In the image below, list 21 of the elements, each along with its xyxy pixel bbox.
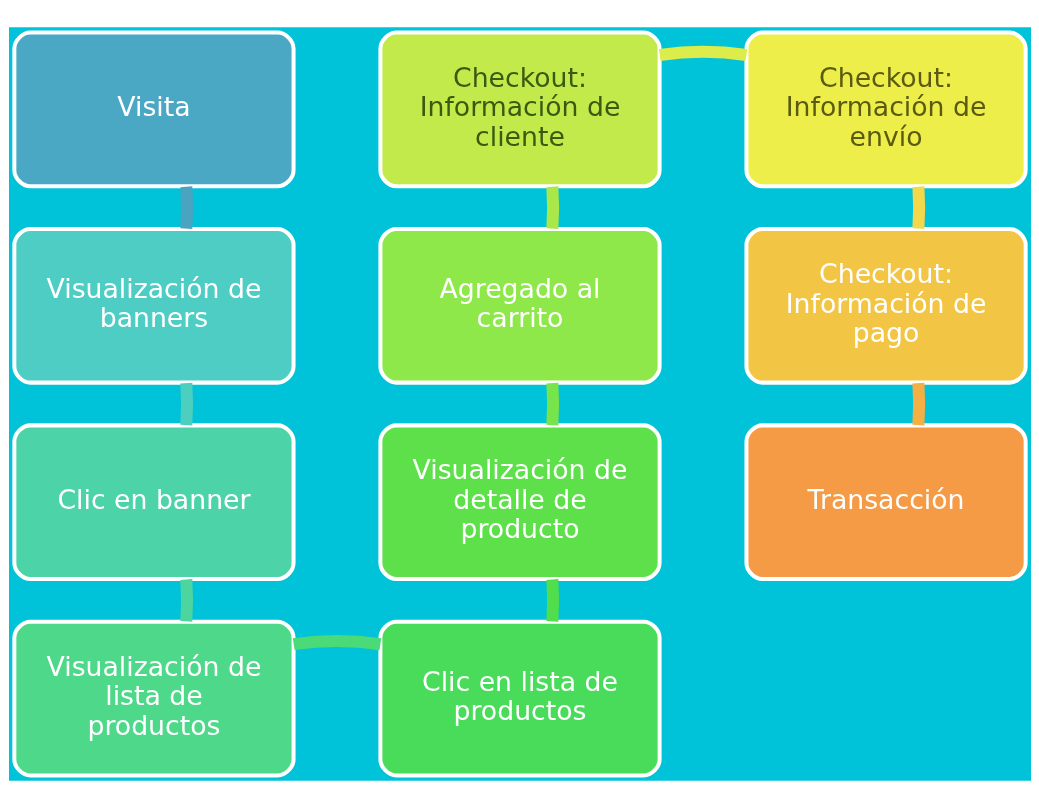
connector: [658, 45, 747, 61]
node-box: Visualización de lista de productos: [11, 619, 296, 778]
node-box: Checkout: Información de envío: [743, 30, 1028, 189]
node-box: Transacción: [743, 423, 1028, 581]
connector: [292, 634, 381, 651]
connector: [179, 186, 193, 230]
connector: [911, 186, 925, 230]
connector: [179, 579, 193, 622]
connector: [179, 382, 193, 426]
node-box: Agregado al carrito: [377, 227, 662, 385]
node-box: Checkout: Información de cliente: [377, 30, 662, 189]
node-box: Checkout: Información de pago: [743, 227, 1028, 385]
connector: [911, 382, 925, 426]
connector: [545, 579, 559, 622]
connector: [545, 186, 559, 230]
node-box: Visita: [11, 30, 296, 189]
node-box: Clic en banner: [11, 423, 296, 581]
node-box: Clic en lista de productos: [377, 619, 662, 778]
connector: [545, 382, 559, 426]
node-box: Visualización de detalle de producto: [377, 423, 662, 581]
node-box: Visualización de banners: [11, 227, 296, 385]
